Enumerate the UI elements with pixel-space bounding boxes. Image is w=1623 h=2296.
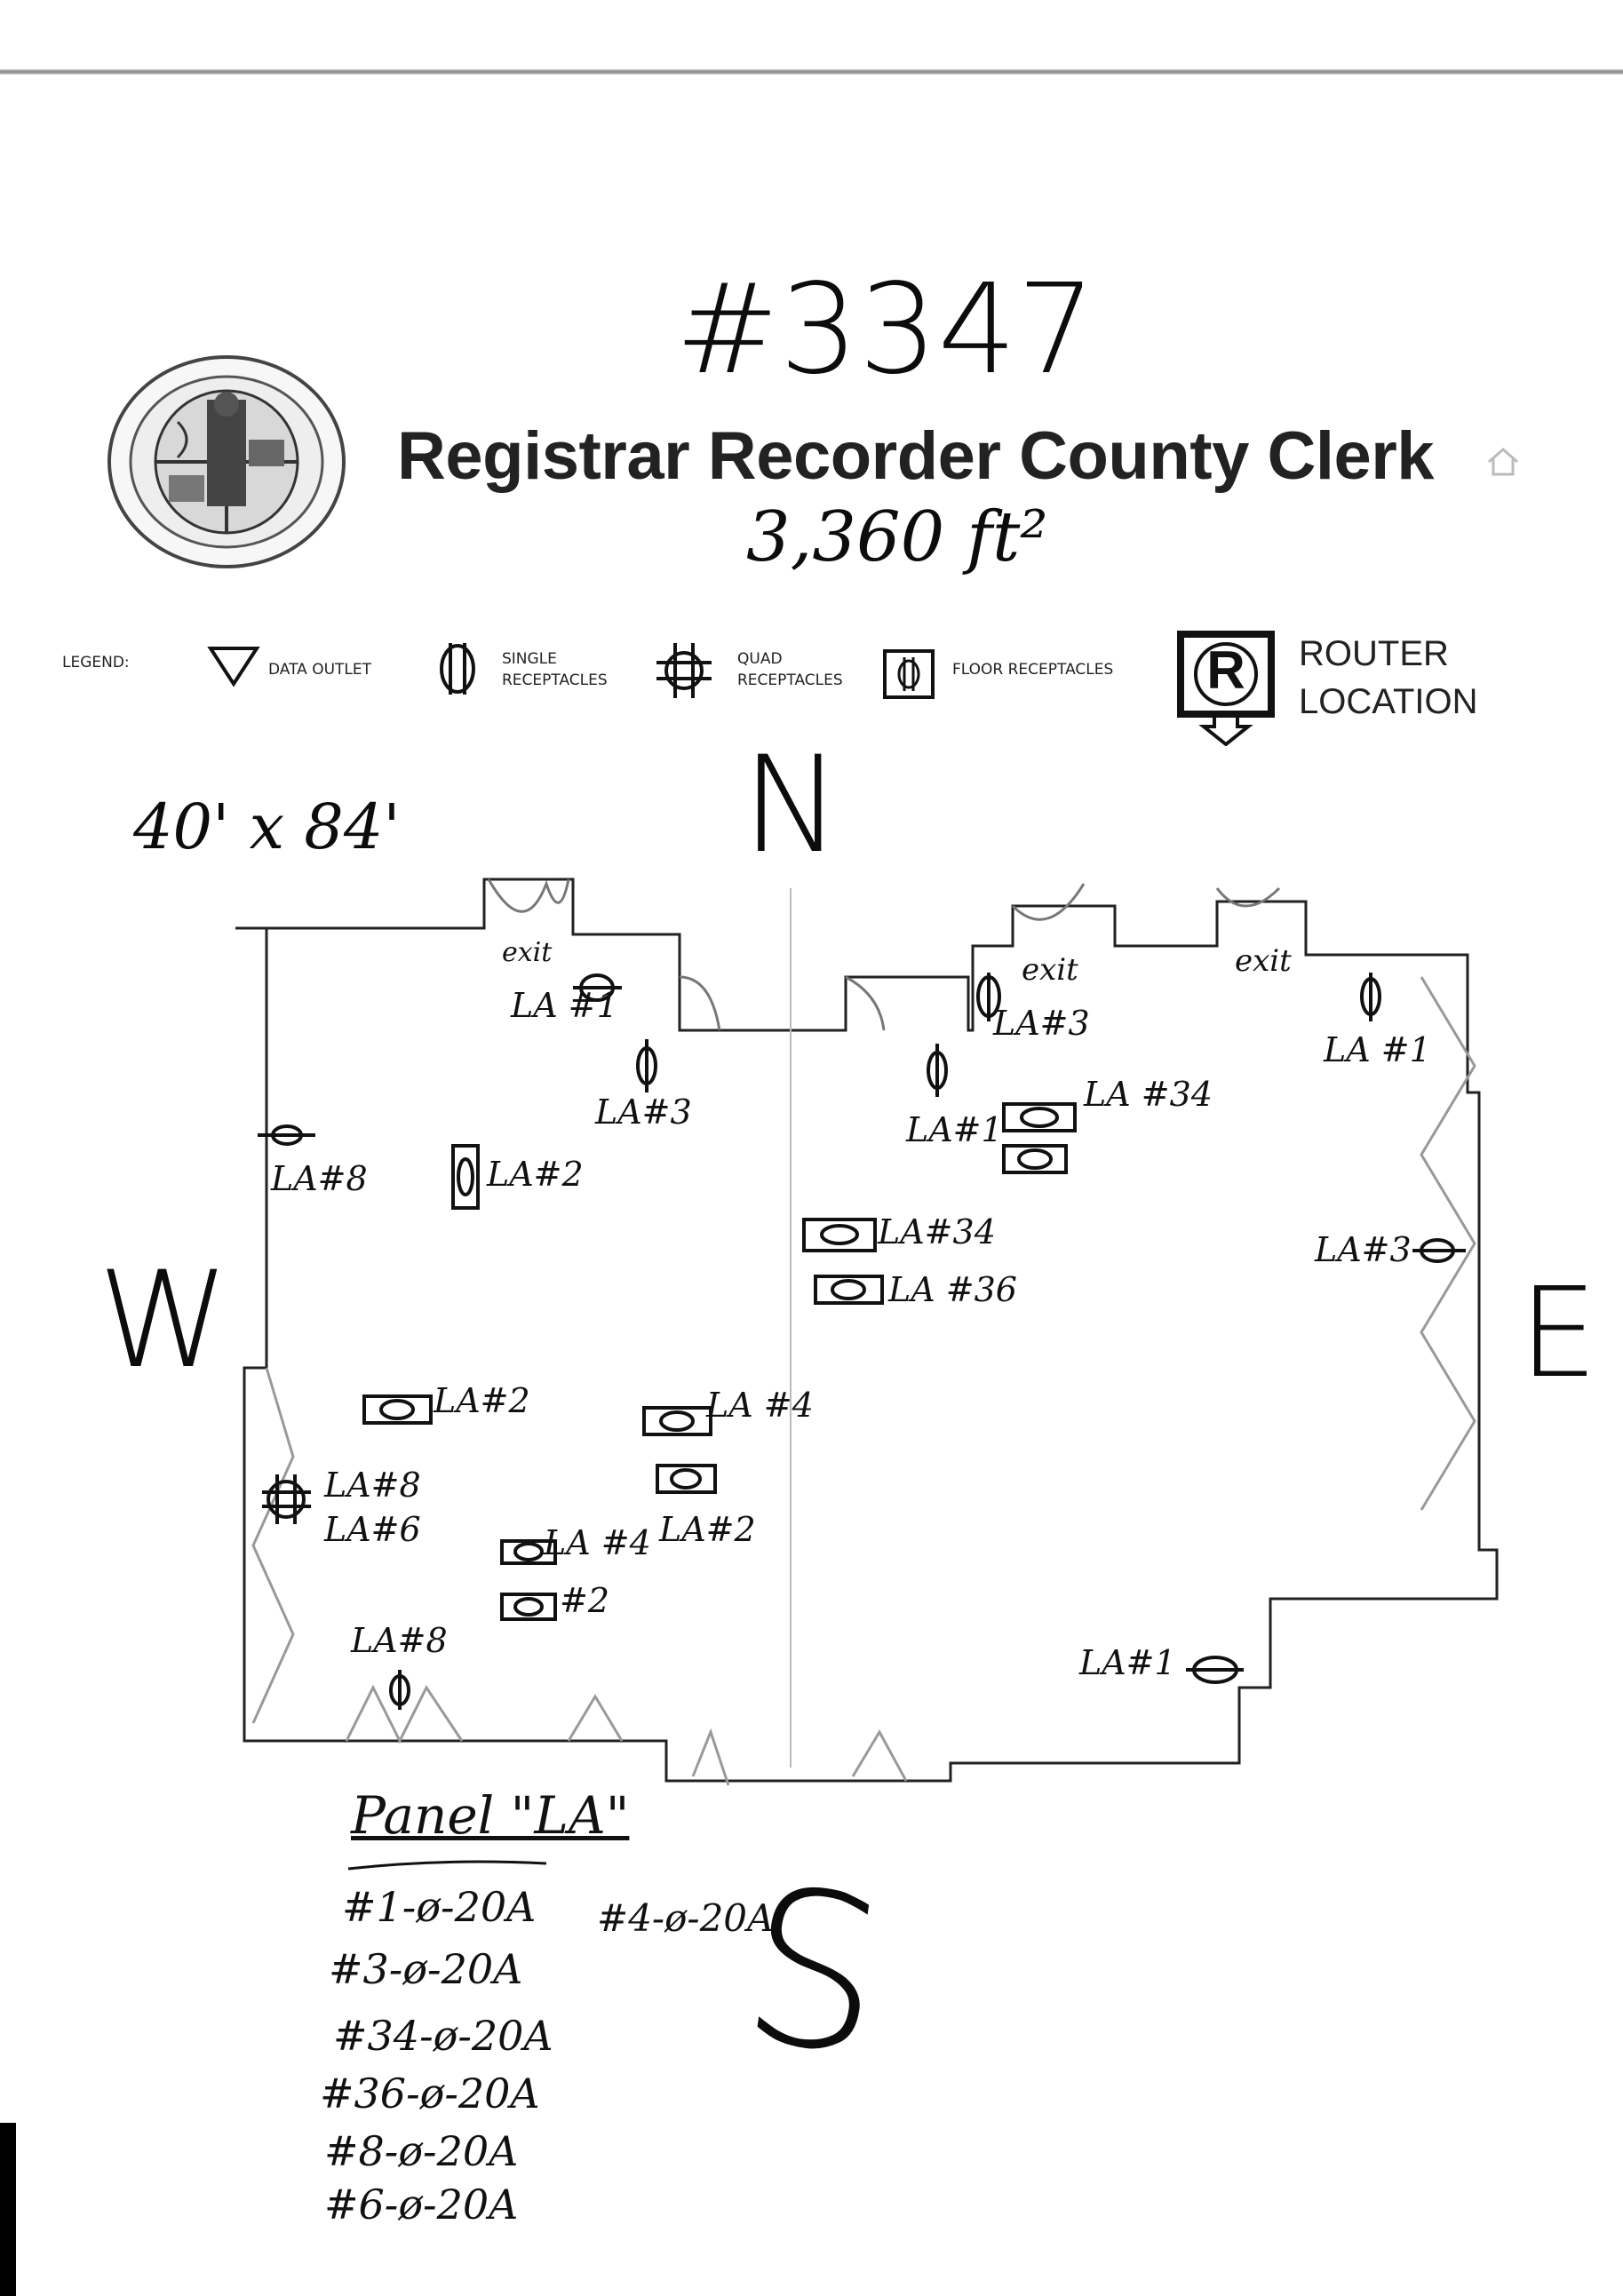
legend-floor: FLOOR RECEPTACLES	[952, 661, 1114, 679]
circuit-label: LA #4	[544, 1523, 651, 1562]
circuit-label: LA#34	[878, 1212, 996, 1251]
legend-data-outlet: DATA OUTLET	[268, 661, 372, 679]
floor-receptacle-icon	[642, 1406, 712, 1436]
legend-quad-1: QUAD	[737, 650, 783, 668]
floor-receptacle-icon	[500, 1539, 557, 1565]
circuit-label: LA #1	[1324, 1030, 1431, 1069]
exit-label: exit	[502, 937, 553, 968]
panel-circuit: #4-ø-20A	[597, 1896, 775, 1940]
circuit-label: #2	[560, 1581, 610, 1620]
single-receptacle-icon	[1360, 973, 1381, 1021]
floor-receptacle-icon	[500, 1593, 557, 1621]
exit-label: exit	[1235, 943, 1292, 979]
legend-router-1: ROUTER	[1299, 634, 1449, 673]
single-receptacle-icon	[389, 1670, 410, 1710]
panel-circuit: #34-ø-20A	[333, 2012, 553, 2060]
legend-single-1: SINGLE	[502, 650, 557, 668]
scan-edge-bar	[0, 2123, 16, 2296]
single-receptacle-icon	[258, 1124, 315, 1146]
legend-single-2: RECEPTACLES	[502, 671, 608, 689]
quad-receptacle-icon	[262, 1474, 311, 1524]
single-receptacle-icon	[440, 643, 475, 695]
circuit-label: LA#8	[324, 1466, 421, 1505]
panel-circuit: #8-ø-20A	[324, 2127, 519, 2175]
legend-router-2: LOCATION	[1299, 682, 1478, 721]
single-receptacle-icon	[927, 1044, 948, 1097]
area-annotation: 3,360 ft²	[746, 497, 1048, 577]
data-outlet-icon	[207, 647, 260, 687]
circuit-label: LA#1	[1079, 1643, 1176, 1682]
circuit-label: LA #34	[1084, 1075, 1213, 1114]
single-receptacle-icon	[573, 973, 622, 1002]
floor-receptacle-icon	[1002, 1144, 1068, 1174]
circuit-label: LA#6	[324, 1510, 421, 1549]
legend-quad-2: RECEPTACLES	[737, 671, 843, 689]
scan-edge-line	[0, 69, 1623, 75]
panel-circuit: #36-ø-20A	[320, 2070, 540, 2117]
router-letter: R	[1206, 640, 1245, 700]
single-receptacle-icon	[976, 973, 1001, 1021]
circuit-label: LA#1	[906, 1110, 1003, 1149]
home-icon	[1488, 448, 1518, 476]
floor-receptacle-icon	[883, 649, 935, 699]
circuit-label: LA#8	[351, 1621, 448, 1660]
panel-heading: Panel "LA"	[351, 1785, 630, 1846]
exit-label: exit	[1022, 952, 1078, 988]
circuit-label: LA#3	[993, 1004, 1090, 1043]
panel-circuit: #1-ø-20A	[342, 1883, 537, 1931]
panel-underline	[347, 1860, 547, 1871]
circuit-label: LA#2	[487, 1155, 584, 1194]
compass-north: N	[742, 728, 842, 883]
legend-label: LEGEND:	[62, 654, 130, 671]
compass-east: E	[1519, 1261, 1598, 1406]
quad-receptacle-icon	[656, 643, 712, 698]
single-receptacle-icon	[1186, 1656, 1244, 1684]
floor-receptacle-icon	[802, 1218, 877, 1252]
floor-receptacle-icon	[1002, 1102, 1077, 1132]
circuit-label: LA#8	[271, 1159, 368, 1198]
circuit-label: LA#3	[1315, 1230, 1412, 1269]
circuit-label: LA#2	[434, 1381, 530, 1420]
floor-receptacle-icon	[814, 1275, 884, 1305]
circuit-label: LA #1	[511, 986, 618, 1025]
single-receptacle-icon	[636, 1039, 657, 1092]
floor-receptacle-icon	[362, 1394, 433, 1425]
circuit-label: LA #36	[888, 1270, 1017, 1309]
panel-circuit: #3-ø-20A	[329, 1945, 523, 1993]
dimensions-annotation: 40' x 84'	[133, 790, 401, 863]
page-title: Registrar Recorder County Clerk	[397, 418, 1435, 494]
circuit-label: LA#3	[595, 1092, 692, 1132]
circuit-label: LA #4	[706, 1386, 814, 1425]
router-location-icon	[1177, 631, 1275, 746]
store-number: #3347	[675, 258, 1096, 402]
floor-receptacle-icon	[656, 1464, 717, 1494]
panel-circuit: #6-ø-20A	[324, 2181, 519, 2228]
compass-west: W	[98, 1243, 230, 1398]
floor-receptacle-icon	[451, 1144, 480, 1210]
single-receptacle-icon	[1412, 1238, 1466, 1263]
circuit-label: LA#2	[659, 1510, 756, 1549]
county-seal-icon	[107, 355, 346, 568]
